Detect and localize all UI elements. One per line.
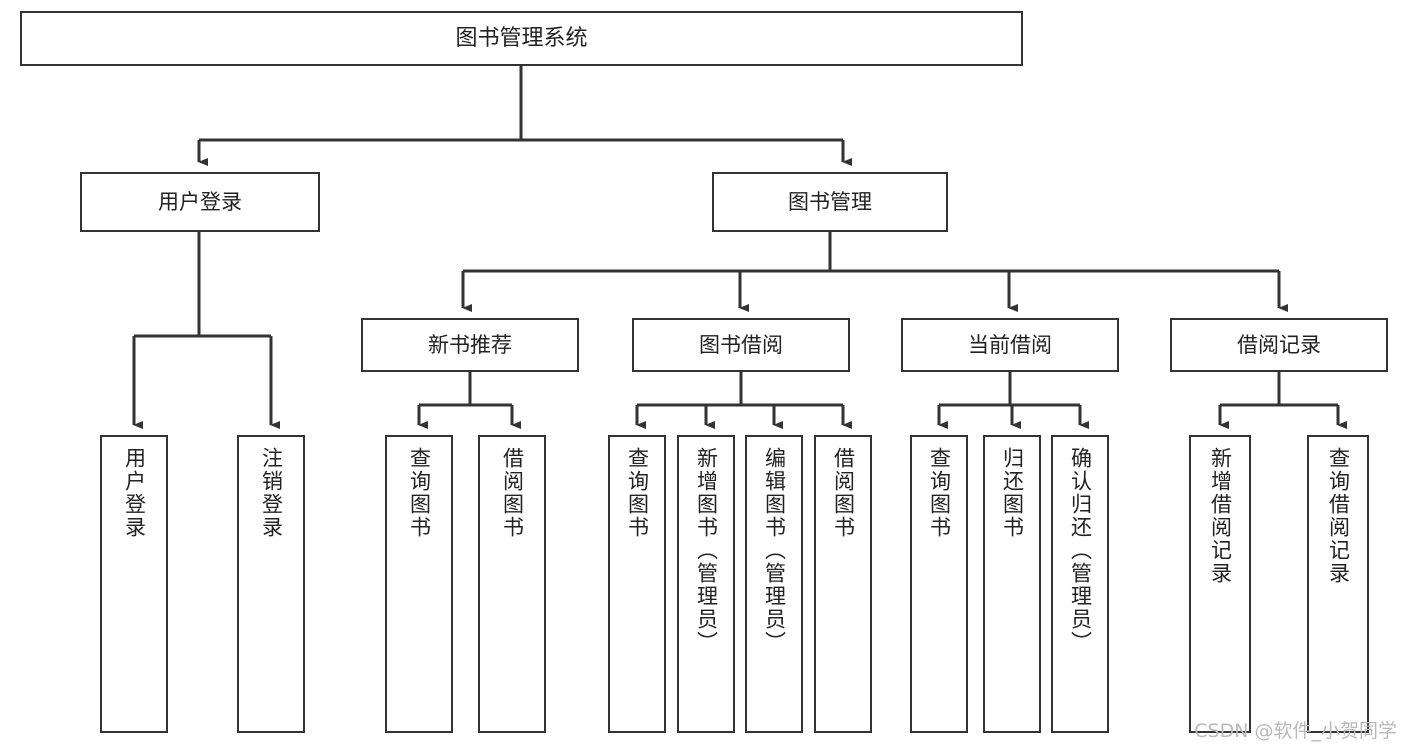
node-leaf-borrow-book-1-label: 借阅图书 bbox=[500, 447, 525, 539]
node-leaf-borrow-book-2[interactable]: 借阅图书 bbox=[814, 435, 872, 733]
node-new-book-recommend[interactable]: 新书推荐 bbox=[361, 318, 579, 372]
node-leaf-query-book-1[interactable]: 查询图书 bbox=[385, 435, 453, 733]
node-book-borrow-label: 图书借阅 bbox=[699, 332, 783, 357]
node-leaf-query-record[interactable]: 查询借阅记录 bbox=[1307, 435, 1369, 733]
node-leaf-add-book-label: 新增图书（管理员） bbox=[694, 447, 719, 654]
node-user-login[interactable]: 用户登录 bbox=[80, 172, 320, 232]
node-leaf-query-book-3-label: 查询图书 bbox=[927, 447, 952, 539]
node-root[interactable]: 图书管理系统 bbox=[20, 11, 1023, 66]
node-leaf-user-logout[interactable]: 注销登录 bbox=[237, 435, 305, 733]
node-leaf-user-logout-label: 注销登录 bbox=[259, 447, 284, 539]
node-leaf-add-book[interactable]: 新增图书（管理员） bbox=[677, 435, 735, 733]
node-leaf-query-book-2[interactable]: 查询图书 bbox=[608, 435, 666, 733]
node-book-borrow[interactable]: 图书借阅 bbox=[632, 318, 850, 372]
node-root-label: 图书管理系统 bbox=[455, 25, 588, 51]
node-leaf-query-book-2-label: 查询图书 bbox=[625, 447, 650, 539]
node-leaf-user-login-label: 用户登录 bbox=[122, 447, 147, 539]
node-leaf-return-book-label: 归还图书 bbox=[1000, 447, 1025, 539]
node-current-borrow-label: 当前借阅 bbox=[968, 332, 1052, 357]
node-leaf-user-login[interactable]: 用户登录 bbox=[100, 435, 168, 733]
node-borrow-record[interactable]: 借阅记录 bbox=[1170, 318, 1388, 372]
node-leaf-add-record-label: 新增借阅记录 bbox=[1208, 447, 1233, 585]
node-leaf-query-record-label: 查询借阅记录 bbox=[1326, 447, 1351, 585]
node-leaf-borrow-book-2-label: 借阅图书 bbox=[831, 447, 856, 539]
node-leaf-query-book-3[interactable]: 查询图书 bbox=[910, 435, 968, 733]
node-leaf-borrow-book-1[interactable]: 借阅图书 bbox=[478, 435, 546, 733]
node-current-borrow[interactable]: 当前借阅 bbox=[901, 318, 1119, 372]
node-new-book-recommend-label: 新书推荐 bbox=[428, 332, 512, 357]
node-book-manage-label: 图书管理 bbox=[788, 189, 872, 214]
node-leaf-return-book[interactable]: 归还图书 bbox=[983, 435, 1041, 733]
node-borrow-record-label: 借阅记录 bbox=[1237, 332, 1321, 357]
node-book-manage[interactable]: 图书管理 bbox=[712, 172, 948, 232]
node-leaf-confirm-return-label: 确认归还（管理员） bbox=[1068, 447, 1093, 654]
node-user-login-label: 用户登录 bbox=[158, 189, 242, 214]
node-leaf-edit-book[interactable]: 编辑图书（管理员） bbox=[745, 435, 803, 733]
node-leaf-add-record[interactable]: 新增借阅记录 bbox=[1189, 435, 1251, 733]
node-leaf-confirm-return[interactable]: 确认归还（管理员） bbox=[1051, 435, 1109, 733]
node-leaf-edit-book-label: 编辑图书（管理员） bbox=[762, 447, 787, 654]
node-leaf-query-book-1-label: 查询图书 bbox=[407, 447, 432, 539]
csdn-watermark: CSDN @软件_小贺同学 bbox=[1194, 720, 1397, 742]
